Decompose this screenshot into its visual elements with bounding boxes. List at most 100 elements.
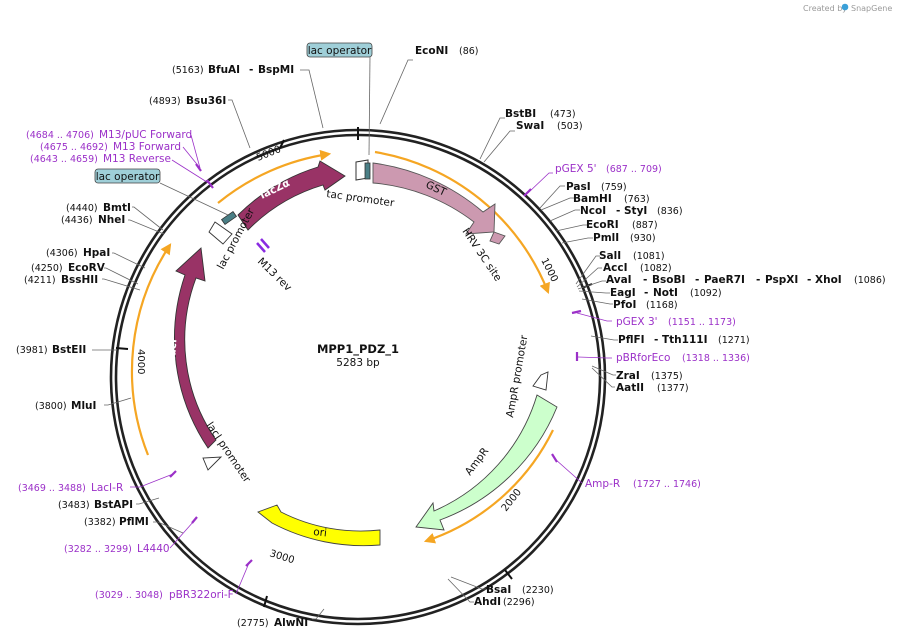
enzyme-pflmi-pos: (3382)	[84, 517, 116, 528]
feature-ampr-arrow	[415, 394, 558, 531]
enzyme-nhei: NheI	[98, 214, 125, 226]
enzyme-bsu36i: Bsu36I	[186, 95, 226, 107]
label-tac-promoter: tac promoter	[326, 188, 396, 209]
enzyme-bsobi: BsoBI	[652, 274, 685, 286]
primer-m13rev: M13 Reverse	[103, 153, 171, 165]
primer-m13puc: M13/pUC Forward	[99, 129, 192, 141]
lac-operator-marker-top	[364, 162, 371, 180]
enzyme-bamhi-pos: (763)	[624, 194, 650, 205]
snapgene-watermark: Created by SnapGene	[803, 3, 892, 13]
enzyme-sali: SalI	[599, 250, 621, 262]
enzyme-bfuai: BfuAI	[208, 64, 240, 76]
enzyme-bmti: BmtI	[103, 202, 131, 214]
tick-label-4000: 4000	[135, 349, 146, 374]
enzyme-eagi: EagI	[610, 287, 636, 299]
primer-ampr-range: (1727 .. 1746)	[633, 479, 701, 490]
enzyme-bsai: BsaI	[486, 584, 511, 596]
primer-leader-lines	[130, 134, 612, 595]
lac-operator-top-label: lac operator	[308, 45, 372, 57]
enzyme-pflfi-pos: (1271)	[718, 335, 750, 346]
enzyme-ecorv-pos: (4250)	[31, 263, 63, 274]
watermark-prefix: Created by	[803, 4, 847, 13]
enzyme-noti: NotI	[653, 287, 678, 299]
enzyme-bstbi: BstBI	[505, 108, 536, 120]
enzyme-ecorv: EcoRV	[68, 262, 106, 274]
feature-lacza-arrow	[237, 160, 346, 231]
enzyme-ahdi-pos: (2296)	[503, 597, 535, 608]
enzyme-pflfi-sep: -	[654, 334, 658, 346]
label-laci-promoter: lacI promoter	[204, 420, 254, 486]
enzyme-hpai-pos: (4306)	[46, 248, 78, 259]
primer-m13rev-range: (4643 .. 4659)	[30, 154, 98, 165]
enzyme-mlui-pos: (3800)	[35, 401, 67, 412]
label-ampr: AmpR	[463, 446, 491, 478]
primer-m13puc-range: (4684 .. 4706)	[26, 130, 94, 141]
primer-pbrforeco: pBRforEco	[616, 352, 670, 364]
enzyme-alwni-pos: (2775)	[237, 618, 269, 629]
enzyme-pflmi: PflMI	[119, 516, 149, 528]
label-m13-rev: M13 rev	[255, 256, 294, 294]
enzyme-ecori: EcoRI	[586, 219, 619, 231]
orf-arc-gst	[374, 150, 550, 295]
enzyme-bsteii: BstEII	[52, 344, 86, 356]
enzyme-bsu36i-pos: (4893)	[149, 96, 181, 107]
primer-pbrforeco-range: (1318 .. 1336)	[682, 353, 750, 364]
lac-operator-box-left: lac operator	[94, 168, 229, 216]
enzyme-bspmi: BspMI	[258, 64, 294, 76]
enzyme-bmti-pos: (4440)	[66, 203, 98, 214]
enzyme-zrai-pos: (1375)	[651, 371, 683, 382]
orf-arc-ampr	[423, 429, 554, 544]
plasmid-size: 5283 bp	[336, 357, 380, 369]
enzyme-ecori-pos: (887)	[632, 220, 658, 231]
enzyme-paer7i-sep: -	[756, 274, 760, 286]
feature-hrv3c-site	[489, 231, 506, 245]
primer-m13fwd-range: (4675 .. 4692)	[40, 142, 108, 153]
enzyme-pasi: PasI	[566, 181, 591, 193]
enzyme-mlui: MluI	[71, 400, 96, 412]
enzyme-ahdi: AhdI	[474, 596, 501, 608]
enzyme-econi-pos: (86)	[459, 46, 479, 57]
enzyme-pmli-pos: (930)	[630, 233, 656, 244]
enzyme-bstbi-pos: (473)	[550, 109, 576, 120]
lac-operator-box-top: lac operator	[306, 42, 373, 156]
enzyme-bstapi-pos: (3483)	[58, 500, 90, 511]
label-ori: ori	[313, 526, 328, 539]
enzyme-sali-pos: (1081)	[633, 251, 665, 262]
enzyme-bsshii-pos: (4211)	[24, 275, 56, 286]
feature-lac-promoter	[208, 210, 238, 245]
orf-arc-laci	[130, 243, 172, 456]
primer-pgex5: pGEX 5'	[555, 163, 597, 175]
enzyme-nhei-pos: (4436)	[61, 215, 93, 226]
snapgene-logo-icon	[841, 3, 849, 11]
feature-tac-promoter	[355, 159, 371, 181]
enzyme-pflfi: PflFI	[618, 334, 645, 346]
tick-label-1000: 1000	[538, 256, 559, 284]
enzyme-ncoi-sep: -	[616, 205, 620, 217]
enzyme-swai: SwaI	[516, 120, 544, 132]
orf-arc-lacza	[217, 149, 332, 204]
enzyme-acci-pos: (1082)	[640, 263, 672, 274]
enzyme-pasi-pos: (759)	[601, 182, 627, 193]
feature-laci-arrow	[174, 247, 217, 449]
enzyme-eagi-pos: (1092)	[690, 288, 722, 299]
enzyme-avai-pos: (1086)	[854, 275, 886, 286]
enzyme-ncoi-pos: (836)	[657, 206, 683, 217]
feature-laci-promoter	[202, 456, 223, 471]
enzyme-zrai: ZraI	[616, 370, 640, 382]
tick-label-5000: 5000	[255, 144, 283, 164]
enzyme-econi: EcoNI	[415, 45, 448, 57]
enzyme-leader-lines	[92, 59, 618, 620]
primer-l4440-range: (3282 .. 3299)	[64, 544, 132, 555]
watermark-brand: SnapGene	[851, 4, 892, 13]
tick-label-2000: 2000	[500, 487, 524, 514]
primer-pgex3-range: (1151 .. 1173)	[668, 317, 736, 328]
enzyme-pfoi: PfoI	[613, 299, 636, 311]
enzyme-styi: StyI	[624, 205, 647, 217]
primer-pgex5-range: (687 .. 709)	[606, 164, 662, 175]
enzyme-pmli: PmlI	[593, 232, 619, 244]
enzyme-alwni: AlwNI	[274, 617, 308, 629]
enzyme-hpai: HpaI	[83, 247, 110, 259]
primer-m13fwd: M13 Forward	[113, 141, 181, 153]
primer-pbr322: pBR322ori-F	[169, 589, 234, 601]
primer-l4440: L4440	[137, 543, 170, 555]
